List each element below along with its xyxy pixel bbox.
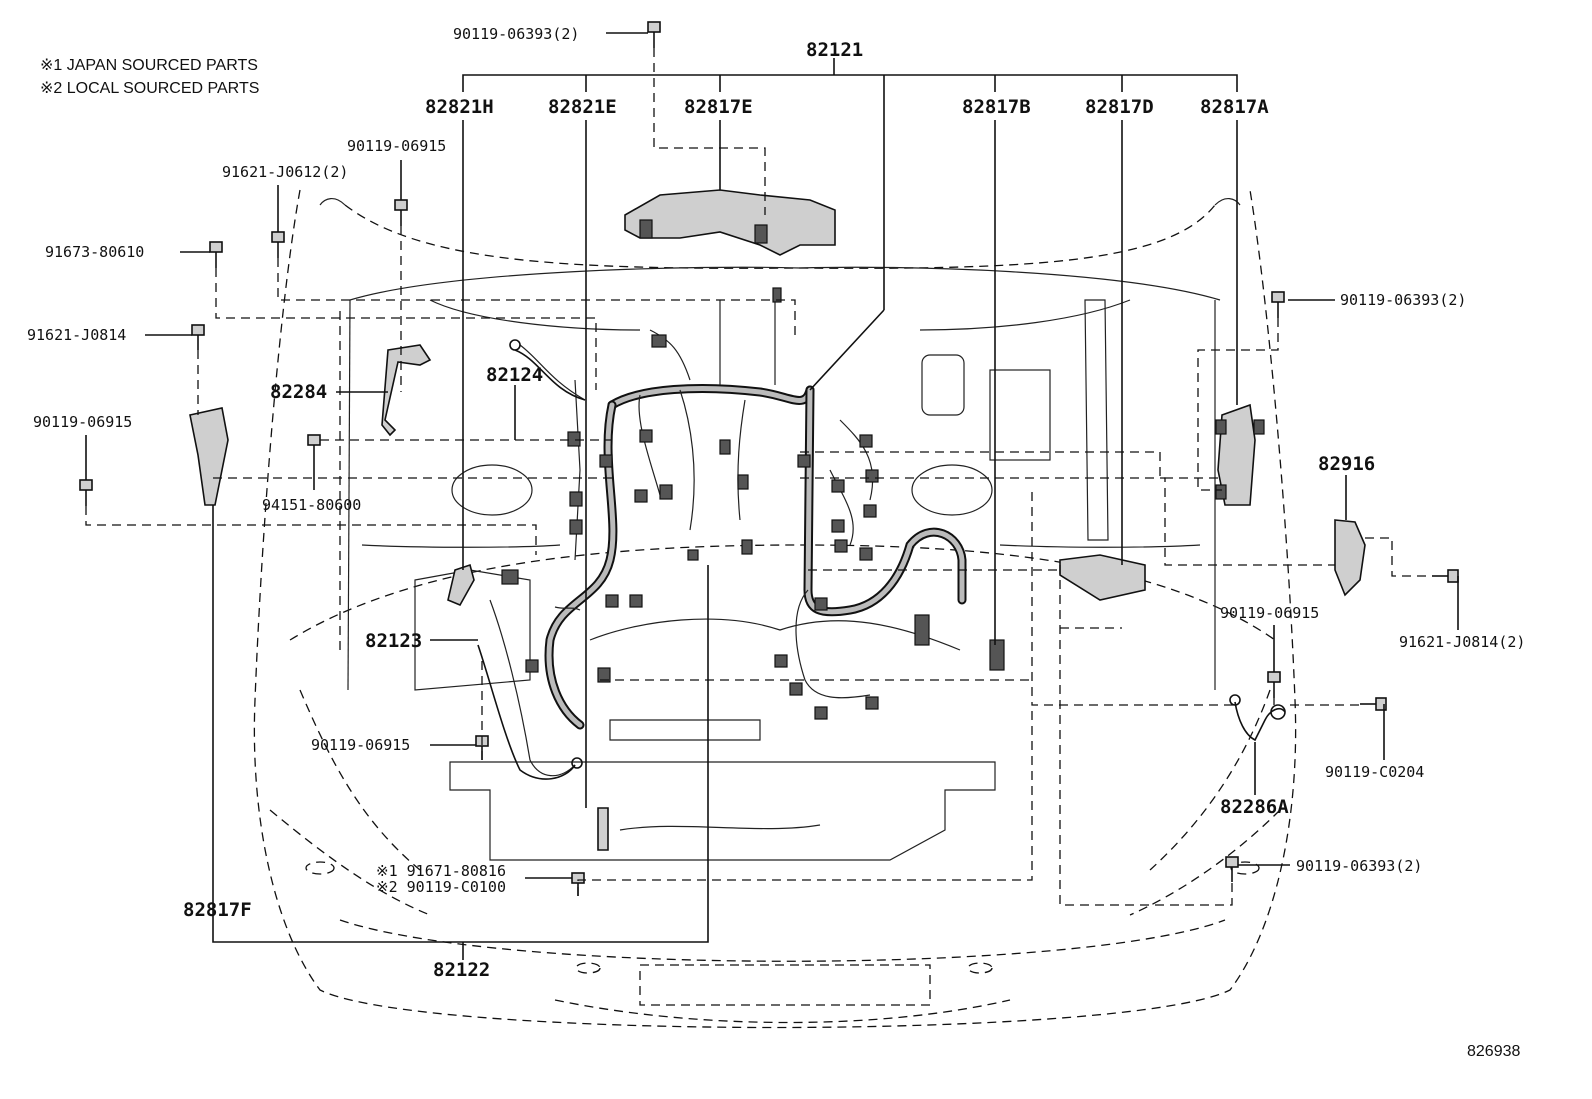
label-90119-06393-right: 90119-06393(2): [1340, 291, 1466, 309]
parts: [189, 189, 1366, 851]
wire-82286A: [1234, 701, 1286, 742]
bracket-82284: [381, 344, 432, 437]
bracket-82817F: [189, 407, 229, 506]
label-90119-06915-b: 90119-06915: [33, 413, 132, 431]
label-82123: 82123: [365, 630, 422, 652]
wire-82124: [514, 349, 586, 401]
bolt-icon: [79, 479, 93, 506]
bolt-icon: [1267, 671, 1281, 698]
label-90119-C0100: ※2 90119-C0100: [376, 878, 506, 896]
bracket-82817D: [1059, 554, 1146, 601]
bracket-82817A: [1217, 403, 1256, 506]
label-82817E: 82817E: [684, 96, 753, 118]
engine-bay-outline: [347, 266, 1221, 861]
label-94151-80600: 94151-80600: [262, 496, 361, 514]
label-90119-06393-bottom: 90119-06393(2): [1296, 857, 1422, 875]
label-91621-J0814-left: 91621-J0814: [27, 326, 126, 344]
label-82916: 82916: [1318, 453, 1375, 475]
label-91621-J0814-right: 91621-J0814(2): [1399, 633, 1525, 651]
bolt-icon: [647, 21, 661, 48]
label-82817A: 82817A: [1200, 96, 1269, 118]
label-82821E: 82821E: [548, 96, 617, 118]
label-91621-J0612: 91621-J0612(2): [222, 163, 348, 181]
label-90119-06915-d: 90119-06915: [311, 736, 410, 754]
bolt-icon: [394, 199, 408, 226]
bolt-icon: [1225, 856, 1239, 882]
main-harness: [489, 287, 1005, 777]
label-91673-80610: 91673-80610: [45, 243, 144, 261]
note-local-sourced: ※2 LOCAL SOURCED PARTS: [40, 80, 259, 97]
label-82817B: 82817B: [962, 96, 1031, 118]
bolt-icon: [271, 231, 285, 258]
label-90119-C0204: 90119-C0204: [1325, 763, 1424, 781]
bolt-icon: [307, 434, 321, 460]
label-82121: 82121: [806, 39, 863, 61]
label-91671-80816: ※1 91671-80816: [376, 862, 506, 880]
bracket-82916: [1334, 519, 1366, 597]
dashed-association-lines: [85, 48, 1432, 906]
bolt-icon: [191, 324, 205, 350]
bolt-icon: [1432, 569, 1459, 583]
label-82286A: 82286A: [1220, 796, 1289, 818]
fitting-82821E: [597, 807, 609, 851]
bolt-icon: [1360, 697, 1387, 711]
label-82817D: 82817D: [1085, 96, 1154, 118]
label-82122: 82122: [433, 959, 490, 981]
label-90119-06915-c: 90119-06915: [1220, 604, 1319, 622]
label-90119-06393-top: 90119-06393(2): [453, 25, 579, 43]
bolt-icon: [209, 241, 223, 268]
leader-lines: [85, 32, 1459, 960]
cover-82817E: [624, 189, 836, 256]
label-82817F: 82817F: [183, 899, 252, 921]
label-82821H: 82821H: [425, 96, 494, 118]
label-90119-06915-a: 90119-06915: [347, 137, 446, 155]
fitting-82821H: [447, 563, 475, 607]
bolt-icon: [1271, 291, 1285, 318]
label-82284: 82284: [270, 381, 327, 403]
note-japan-sourced: ※1 JAPAN SOURCED PARTS: [40, 57, 258, 74]
label-82124: 82124: [486, 364, 543, 386]
wire-82123: [477, 644, 576, 780]
figure-reference-number: 826938: [1467, 1043, 1520, 1060]
bolts: [79, 21, 1459, 896]
